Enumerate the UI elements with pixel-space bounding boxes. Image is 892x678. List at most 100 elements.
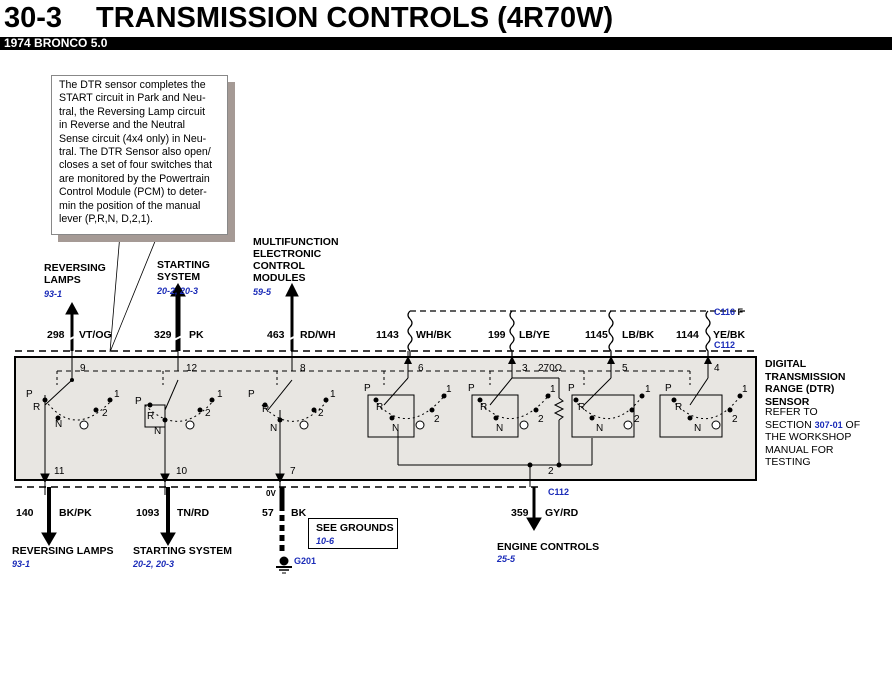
section-link[interactable]: 307-01 — [814, 419, 843, 430]
wire-circuit-1143: 1143 — [376, 329, 399, 341]
pos-1: 1 — [114, 389, 120, 400]
callout-line: tral, the Reversing Lamp circuit — [59, 105, 206, 118]
callout-line: Sense circuit (4x4 only) in Neu- — [59, 132, 207, 145]
pos-1: 1 — [330, 389, 336, 400]
callout-line: in Reverse and the Neutral — [59, 119, 186, 132]
pos-1: 1 — [645, 384, 651, 395]
pos-p: P — [135, 396, 142, 407]
ref-starting-system[interactable]: 20-2, 20-3 — [157, 286, 199, 296]
switch-group — [44, 371, 743, 480]
pos-r: R — [480, 402, 488, 413]
wire-circuit-57: 57 — [262, 507, 274, 519]
dtr-sensor-body — [14, 356, 757, 481]
wire-color-vt-og: VT/OG — [79, 329, 112, 341]
wire-color-rd-wh: RD/WH — [300, 329, 336, 341]
callout-line: are monitored by the Powertrain — [59, 172, 210, 185]
pos-n: N — [694, 423, 702, 434]
pos-n: N — [392, 423, 400, 434]
pin-5: 5 — [622, 363, 628, 374]
workshop-reference: REFER TO SECTION 307-01 OF THE WORKSHOP … — [765, 406, 861, 468]
switch-6 — [571, 377, 645, 438]
ref-starting-system-bottom[interactable]: 20-2, 20-3 — [133, 559, 175, 569]
pin-4: 4 — [714, 363, 720, 374]
pos-1: 1 — [742, 384, 748, 395]
dtr-callout: The DTR sensor completes the START circu… — [51, 75, 228, 235]
wire-circuit-199: 199 — [488, 329, 506, 341]
pos-r: R — [147, 411, 155, 422]
pos-p: P — [26, 389, 33, 400]
ground-symbol — [276, 556, 292, 574]
see-grounds-label: SEE GROUNDS — [316, 522, 394, 534]
see-grounds-ref[interactable]: 10-6 — [316, 536, 335, 546]
connector-c116[interactable]: C116 F — [714, 307, 744, 317]
callout-line: Control Module (PCM) to deter- — [59, 186, 207, 199]
dest-starting-system-bottom: STARTING SYSTEM — [133, 545, 232, 557]
pos-p: P — [568, 383, 575, 394]
pos-p: P — [665, 383, 672, 394]
connector-c112-bottom[interactable]: C112 — [548, 487, 570, 497]
pin-3: 3 — [522, 363, 528, 374]
internal-wiring — [56, 351, 709, 487]
switch-5 — [471, 377, 551, 438]
pos-r: R — [675, 402, 683, 413]
wire-circuit-329: 329 — [154, 329, 172, 341]
ref-reversing-lamps-bottom[interactable]: 93-1 — [12, 559, 31, 569]
wire-color-pk: PK — [189, 329, 204, 341]
pin-11: 11 — [54, 466, 65, 477]
wire-color-lb-ye: LB/YE — [519, 329, 550, 341]
ref-multifunction-modules[interactable]: 59-5 — [253, 287, 272, 297]
pin-10: 10 — [176, 466, 188, 477]
section-number: 30-3 — [4, 2, 63, 34]
wire-circuit-359: 359 — [511, 507, 529, 519]
pos-p: P — [364, 383, 371, 394]
contact-dots — [42, 378, 743, 468]
pin-2: 2 — [548, 466, 554, 477]
switch-7 — [659, 377, 743, 438]
dest-engine-controls: ENGINE CONTROLS — [497, 541, 600, 553]
pos-r: R — [33, 402, 41, 413]
pos-r: R — [262, 404, 270, 415]
page-title: TRANSMISSION CONTROLS (4R70W) — [96, 2, 614, 34]
bottom-wires — [40, 473, 542, 555]
vehicle-label: 1974 BRONCO 5.0 — [4, 36, 108, 50]
wire-circuit-1093: 1093 — [136, 507, 160, 519]
wire-color-ye-bk: YE/BK — [713, 329, 746, 341]
wire-circuit-463: 463 — [267, 329, 285, 341]
callout-pointer — [109, 233, 159, 353]
wire-color-gy-rd: GY/RD — [545, 507, 579, 519]
wire-circuit-1144: 1144 — [676, 329, 699, 341]
pos-p: P — [248, 389, 255, 400]
pos-1: 1 — [446, 384, 452, 395]
ref-engine-controls[interactable]: 25-5 — [497, 554, 516, 564]
callout-line: lever (P,R,N, D,2,1). — [59, 213, 153, 226]
pos-2: 2 — [205, 408, 211, 419]
switch-4 — [367, 377, 447, 438]
pos-1: 1 — [217, 389, 223, 400]
pos-2: 2 — [538, 414, 544, 425]
pos-2: 2 — [732, 414, 738, 425]
callout-line: min the position of the manual — [59, 199, 201, 212]
pin-12: 12 — [186, 363, 198, 374]
pin-9: 9 — [80, 363, 86, 374]
wire-circuit-140: 140 — [16, 507, 34, 519]
pin-6: 6 — [418, 363, 424, 374]
ground-g201[interactable]: G201 — [294, 556, 317, 566]
pos-r: R — [578, 402, 586, 413]
input-arrows — [404, 356, 712, 364]
see-grounds-box: SEE GROUNDS 10-6 — [308, 518, 398, 549]
pos-2: 2 — [102, 408, 108, 419]
voltage-0v: 0V — [266, 489, 276, 498]
wire-color-wh-bk: WH/BK — [416, 329, 452, 341]
ref-reversing-lamps[interactable]: 93-1 — [44, 289, 63, 299]
wire-circuit-298: 298 — [47, 329, 65, 341]
wire-color-tn-rd: TN/RD — [177, 507, 210, 519]
connector-c112-top[interactable]: C112 — [714, 340, 736, 350]
pos-n: N — [596, 423, 604, 434]
pos-n: N — [55, 419, 63, 430]
resistor-label: 270Ω — [538, 363, 563, 374]
dest-reversing-lamps-bottom: REVERSING LAMPS — [12, 545, 114, 557]
